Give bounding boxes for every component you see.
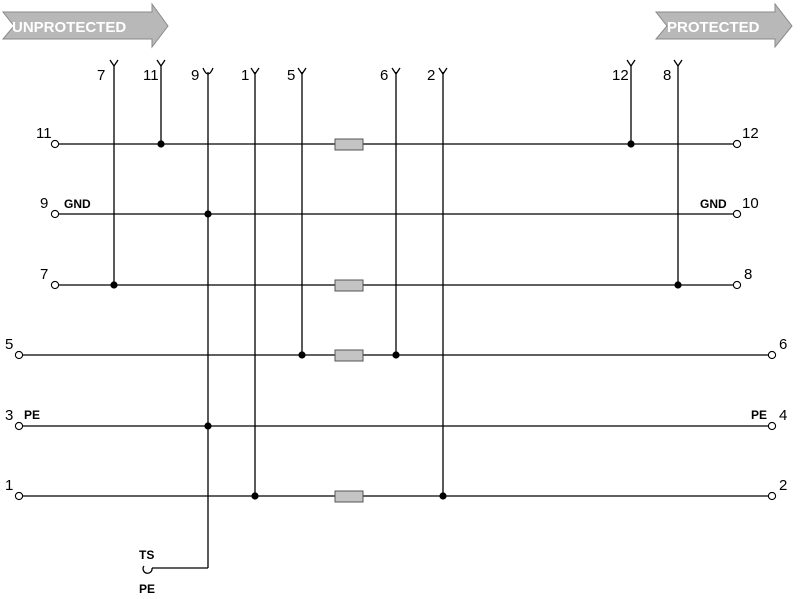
fuse-row-1-2 (334, 490, 364, 503)
terminal-10 (732, 209, 742, 219)
row-label-5: 5 (5, 336, 13, 353)
pe-tag-right: PE (751, 408, 767, 422)
terminal-12 (732, 139, 742, 149)
row-label-4: 4 (779, 407, 787, 424)
protected-banner: PROTECTED (654, 2, 793, 49)
row-label-11: 11 (36, 125, 52, 142)
pin-label-6: 6 (380, 67, 388, 84)
connector-prongs (109, 59, 683, 76)
pin-label-2: 2 (427, 67, 435, 84)
terminal-3 (14, 421, 24, 431)
terminal-5 (14, 350, 24, 360)
row-label-9: 9 (40, 195, 48, 212)
row-label-6: 6 (779, 336, 787, 353)
fuse-row-5-6 (334, 349, 364, 362)
pe-tag-left: PE (24, 408, 40, 422)
pin-label-7: 7 (97, 67, 105, 84)
gnd-tag-left: GND (64, 197, 91, 211)
row-label-12: 12 (742, 125, 759, 142)
pe-label-bottom: PE (139, 582, 155, 596)
junction-dot (392, 351, 400, 359)
row-label-1: 1 (5, 477, 13, 494)
junction-dot (204, 422, 212, 430)
terminal-7 (50, 280, 60, 290)
junction-dot (627, 140, 635, 148)
pin-label-11: 11 (143, 67, 159, 84)
pin-label-5: 5 (287, 67, 295, 84)
row-label-7: 7 (40, 266, 48, 283)
row-label-8: 8 (744, 266, 752, 283)
row-label-2: 2 (779, 477, 787, 494)
terminal-11 (50, 139, 60, 149)
pin-label-8: 8 (663, 67, 671, 84)
protected-label: PROTECTED (667, 19, 760, 36)
gnd-tag-right: GND (700, 197, 727, 211)
ts-terminal (142, 565, 153, 574)
ts-label: TS (139, 548, 154, 562)
pin-label-12: 12 (612, 67, 629, 84)
junction-dot (110, 281, 118, 289)
terminal-6 (767, 350, 777, 360)
pin-label-1: 1 (241, 67, 249, 84)
terminal-1 (14, 491, 24, 501)
row-label-10: 10 (742, 195, 759, 212)
junction-dot (204, 210, 212, 218)
pin-label-9: 9 (191, 67, 199, 84)
fuse-row-11-12 (334, 138, 364, 151)
junction-dot (298, 351, 306, 359)
row-label-3: 3 (5, 407, 13, 424)
junction-dot (251, 492, 259, 500)
unprotected-label: UNPROTECTED (12, 19, 126, 36)
unprotected-banner: UNPROTECTED (1, 2, 169, 49)
terminal-8 (732, 280, 742, 290)
junction-dot (439, 492, 447, 500)
fuse-row-7-8 (334, 279, 364, 292)
junction-dot (674, 281, 682, 289)
terminal-2 (767, 491, 777, 501)
junction-dot (157, 140, 165, 148)
terminal-9 (50, 209, 60, 219)
terminal-4 (767, 421, 777, 431)
